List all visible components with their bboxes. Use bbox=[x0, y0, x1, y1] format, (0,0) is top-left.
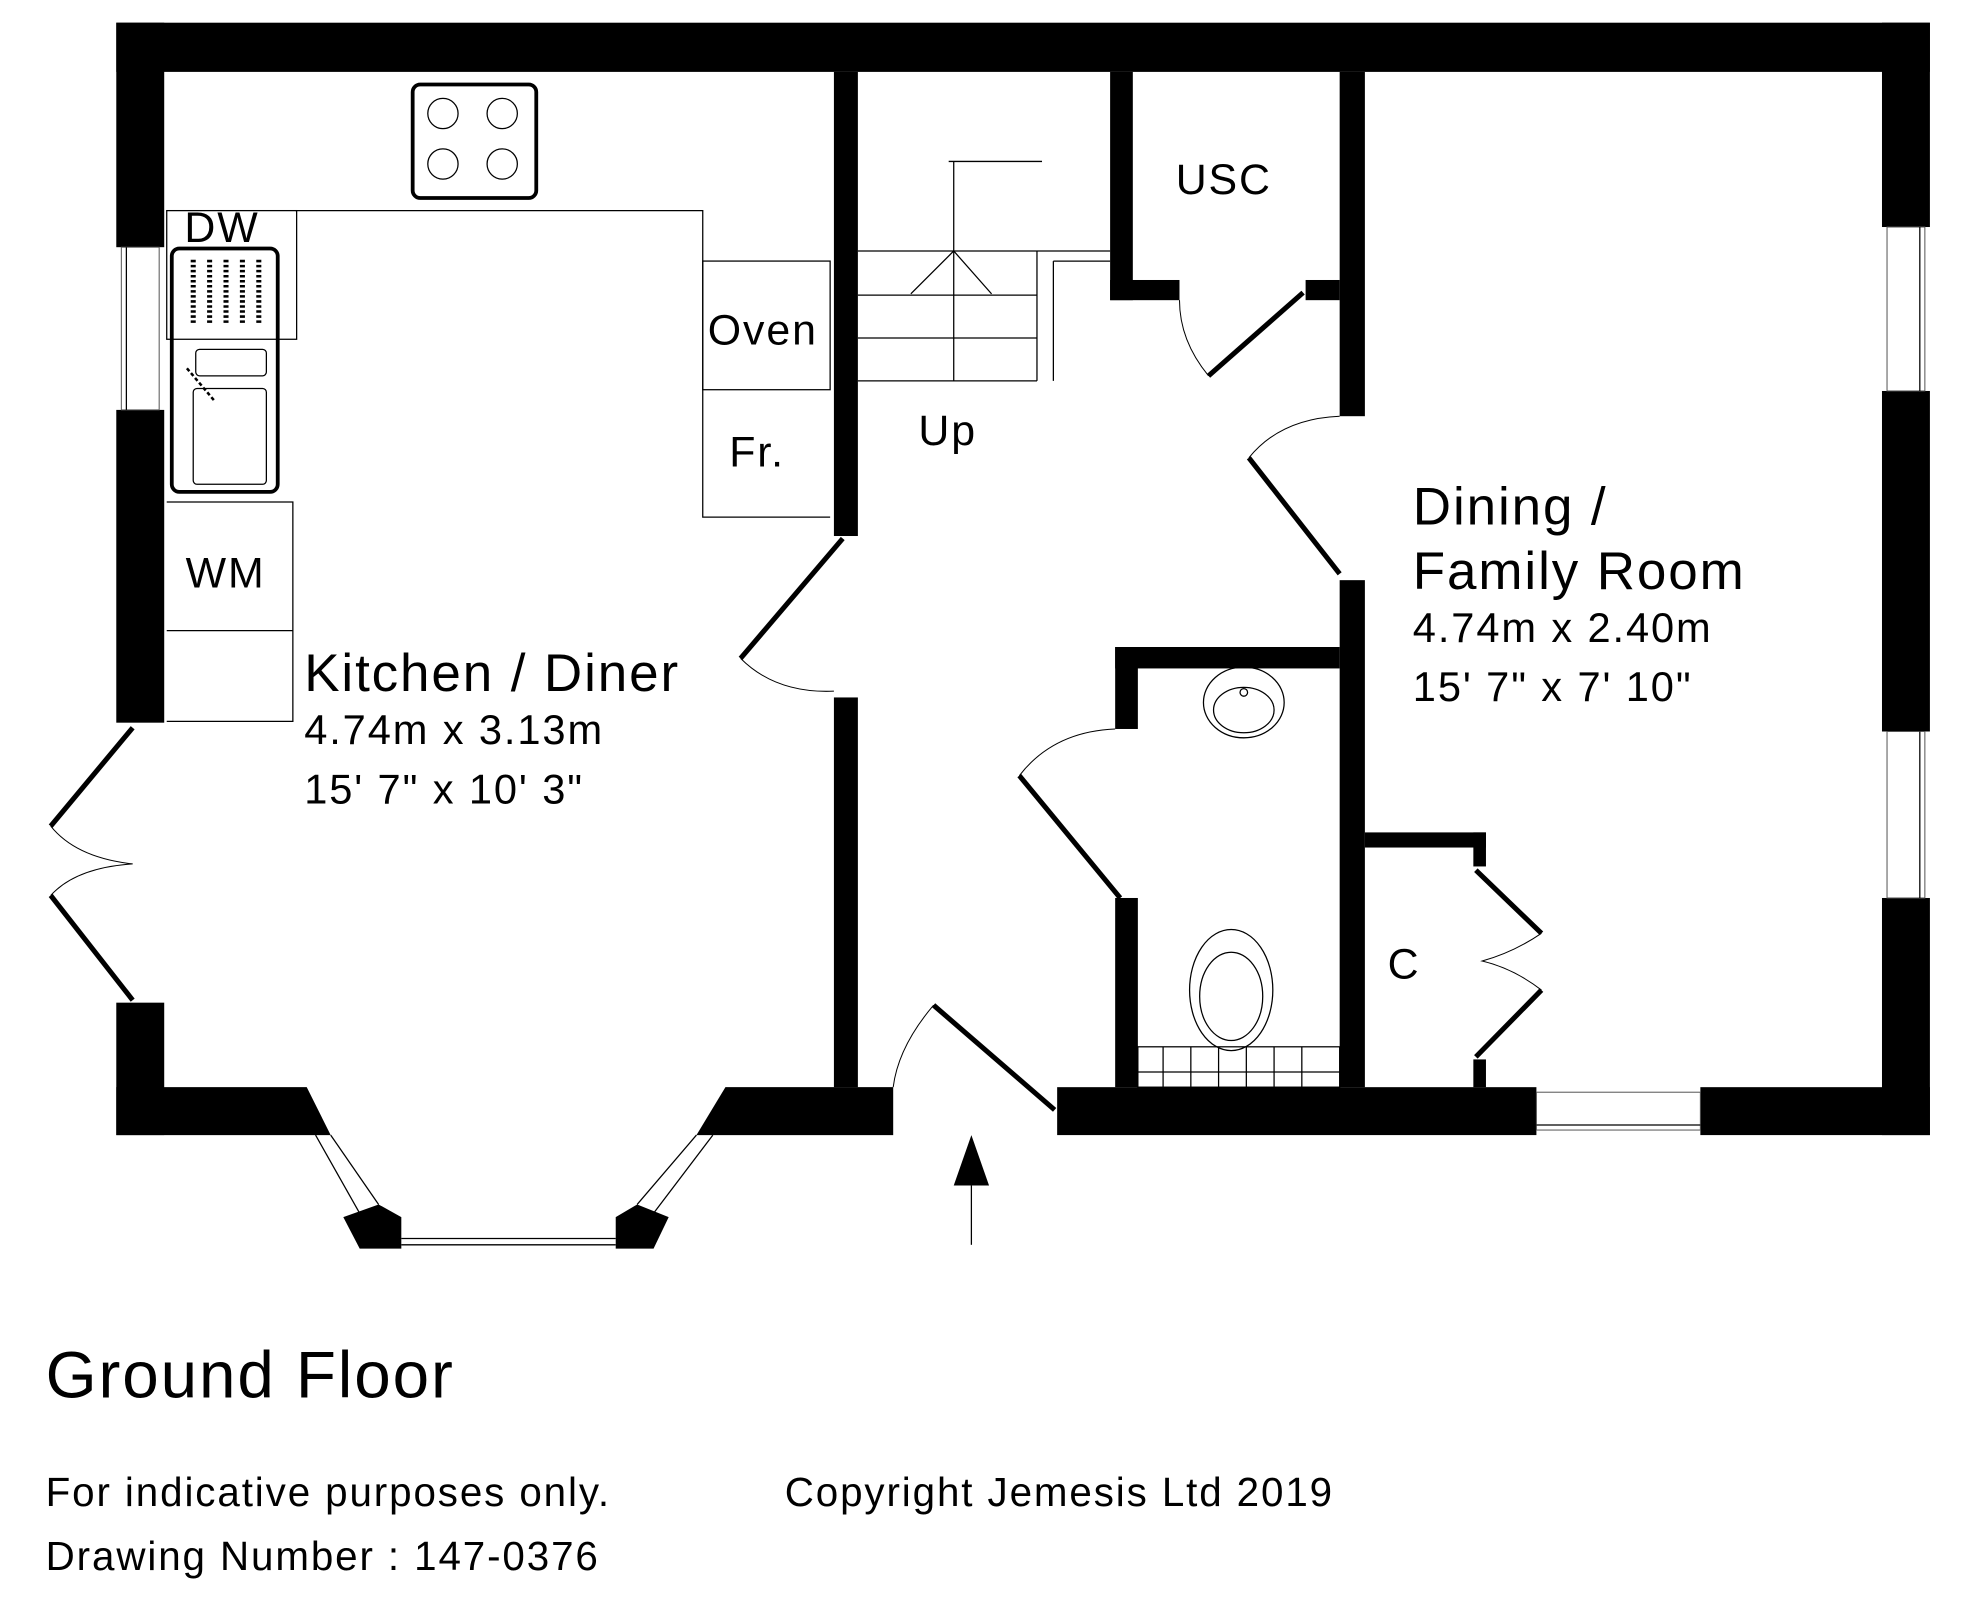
toilet-icon bbox=[1137, 928, 1341, 1088]
fittings bbox=[166, 82, 1341, 1088]
sink-icon bbox=[169, 246, 280, 494]
copyright: Copyright Jemesis Ltd 2019 bbox=[785, 1469, 1334, 1515]
windows bbox=[120, 226, 1926, 1246]
dishwasher-racks bbox=[190, 259, 262, 326]
staircase bbox=[857, 160, 1111, 382]
drawing-number: Drawing Number : 147-0376 bbox=[46, 1533, 600, 1579]
entrance-arrow-icon bbox=[953, 1135, 990, 1245]
label-up: Up bbox=[918, 407, 977, 455]
dining-name-2: Family Room bbox=[1413, 542, 1746, 601]
kitchen-name: Kitchen / Diner bbox=[304, 644, 680, 703]
label-usc: USC bbox=[1176, 156, 1272, 204]
label-dw: DW bbox=[184, 204, 259, 252]
doors bbox=[48, 290, 1544, 1245]
walls bbox=[116, 22, 1930, 1249]
label-oven: Oven bbox=[708, 306, 818, 354]
basin-icon bbox=[1202, 666, 1285, 739]
dining-imperial: 15' 7" x 7' 10" bbox=[1413, 663, 1693, 710]
disclaimer: For indicative purposes only. bbox=[46, 1469, 611, 1515]
label-wm: WM bbox=[186, 550, 266, 598]
dining-metric: 4.74m x 2.40m bbox=[1413, 604, 1713, 651]
kitchen-imperial: 15' 7" x 10' 3" bbox=[304, 765, 584, 812]
hob-icon bbox=[410, 82, 539, 200]
kitchen-metric: 4.74m x 3.13m bbox=[304, 706, 604, 753]
dining-name-1: Dining / bbox=[1413, 478, 1608, 537]
label-cupboard: C bbox=[1388, 941, 1421, 989]
label-fridge: Fr. bbox=[729, 429, 785, 477]
floor-title: Ground Floor bbox=[46, 1338, 455, 1411]
